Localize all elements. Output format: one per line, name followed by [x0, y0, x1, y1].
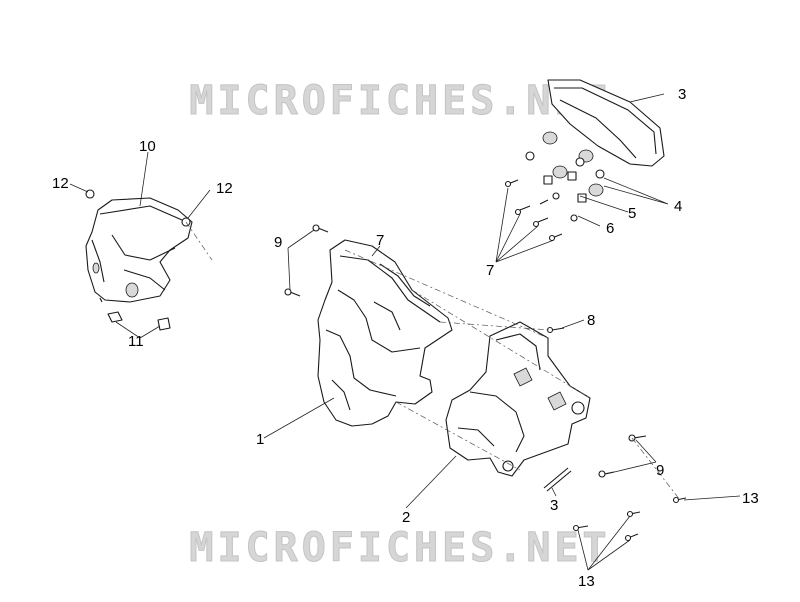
callout-11: 11: [128, 333, 144, 350]
part-9-screws-lower: [598, 434, 647, 478]
callout-3-pin: 3: [550, 497, 558, 514]
part-3-dashboard: [542, 79, 665, 197]
callout-8: 8: [587, 312, 595, 329]
callout-1: 1: [256, 431, 264, 448]
part-10-cover: [85, 197, 193, 303]
part-13-screws: [572, 496, 687, 542]
part-11-clip-right: [157, 317, 171, 331]
callout-6: 6: [606, 220, 614, 237]
part-2-support: [445, 321, 591, 477]
callout-9-upper: 9: [274, 234, 282, 251]
part-4-bushings: [525, 151, 605, 179]
part-8-screw: [546, 326, 565, 334]
part-12-nut-left: [85, 189, 95, 199]
leader-lines: [69, 93, 741, 571]
callout-13-bottom: 13: [578, 573, 595, 590]
part-7-screws: [504, 179, 563, 242]
callout-7-lower: 7: [486, 262, 494, 279]
callout-9-lower: 9: [656, 462, 664, 479]
callout-13-right: 13: [742, 490, 759, 507]
callout-2: 2: [402, 509, 410, 526]
watermark-top: MICROFICHES.NET: [189, 78, 611, 125]
assembly-dash-lines: [185, 221, 681, 501]
callout-5: 5: [628, 205, 636, 222]
callout-labels: 10 12 12 11 9 7 1 2 3 4 5 6 7 8 9 3 13 1…: [52, 86, 759, 590]
callout-7-upper: 7: [376, 232, 384, 249]
callout-10: 10: [139, 138, 156, 155]
part-9-screws-upper: [284, 224, 329, 297]
watermark-bottom: MICROFICHES.NET: [189, 525, 611, 572]
part-6-washers: [552, 192, 578, 222]
part-11-clip-left: [107, 311, 123, 323]
callout-12-right: 12: [216, 180, 233, 197]
callout-12-left: 12: [52, 175, 69, 192]
part-3-pin: [543, 467, 572, 492]
callout-4: 4: [674, 198, 682, 215]
callout-3-dashboard: 3: [678, 86, 686, 103]
part-1-bracket: [317, 239, 453, 427]
